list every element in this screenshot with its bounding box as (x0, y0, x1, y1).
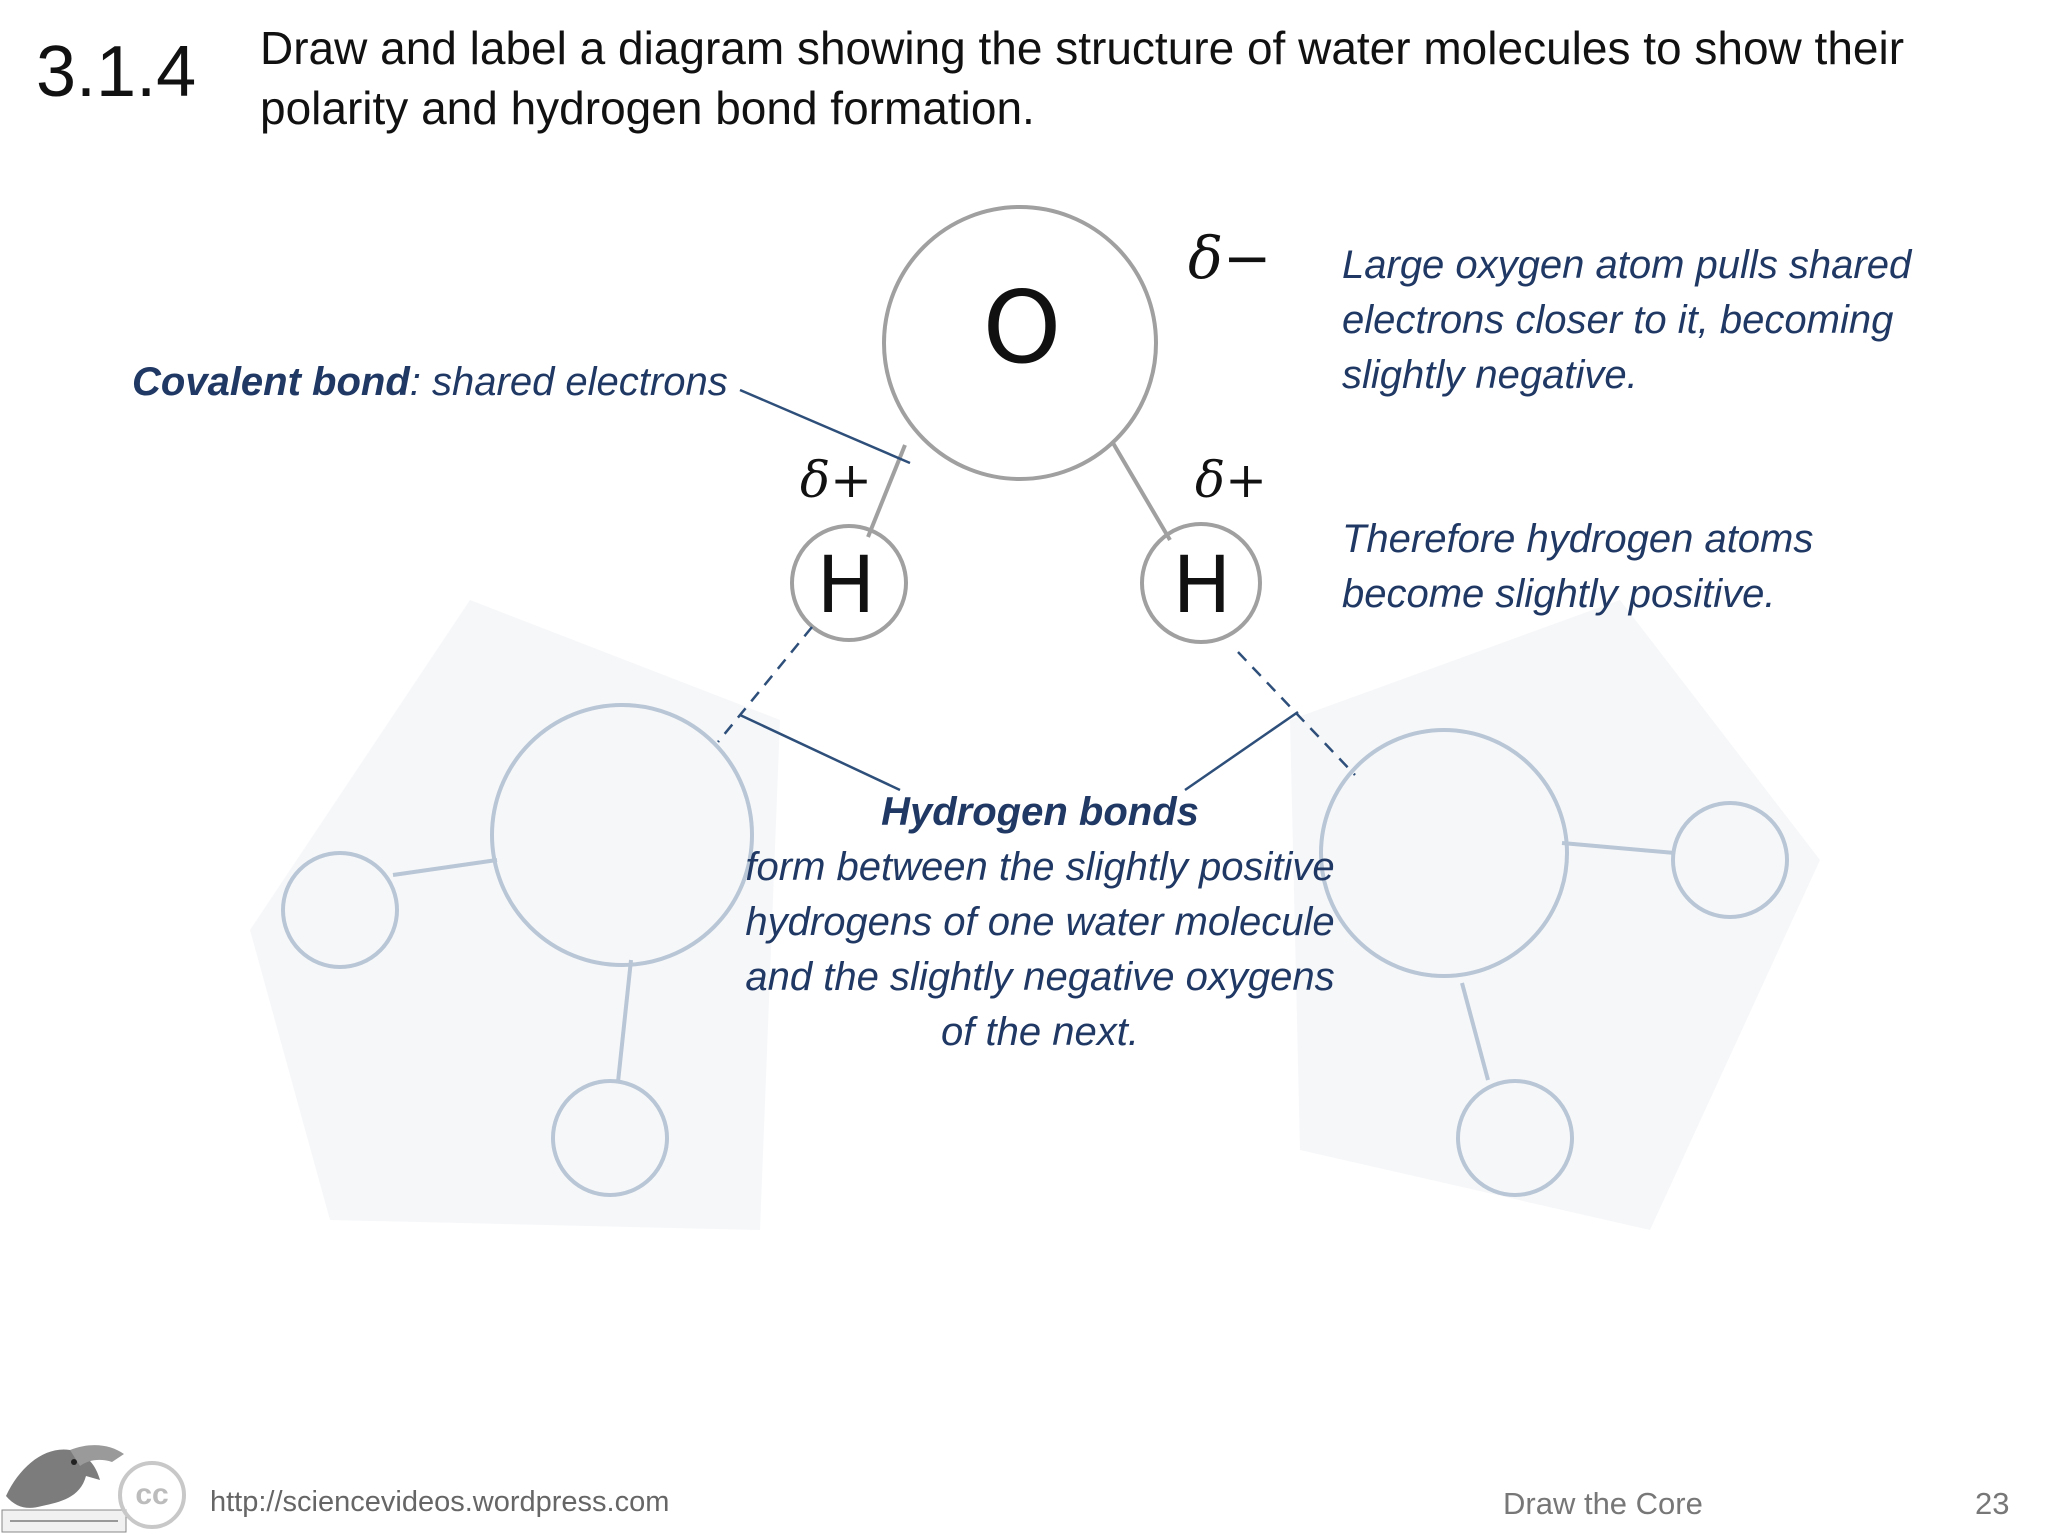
oxygen-symbol: O (983, 269, 1062, 386)
hydrogen-atom-left (790, 524, 908, 642)
page-number: 23 (1975, 1486, 2010, 1521)
faded-hydrogen-left-b (551, 1079, 669, 1197)
footer-deck-title: Draw the Core (1503, 1486, 1703, 1521)
footer-url-link[interactable]: http://sciencevideos.wordpress.com (210, 1486, 670, 1518)
slide-title: Draw and label a diagram showing the str… (260, 22, 1905, 134)
hbond-leader-right (1184, 710, 1299, 792)
covalent-leader-line (739, 388, 911, 465)
right-molecule-panel (1290, 600, 1820, 1230)
oxygen-electronegativity-note: Large oxygen atom pulls shared electrons… (1342, 243, 1912, 397)
creative-commons-icon: cc (118, 1461, 186, 1529)
covalent-bond-left (866, 444, 907, 538)
faded-hydrogen-right-b (1456, 1079, 1574, 1197)
oxygen-partial-charge: δ− (1188, 224, 1272, 292)
hydrogen-right-partial-charge: δ+ (1195, 451, 1267, 509)
faded-bond-right-a (1561, 841, 1676, 855)
faded-hydrogen-right-a (1671, 801, 1789, 919)
faded-oxygen-right (1319, 728, 1569, 978)
oxygen-atom (882, 205, 1158, 481)
slide-code: 3.1.4 (36, 32, 197, 112)
covalent-bond-term: Covalent bond (132, 360, 410, 404)
hydrogen-bond-note: Hydrogen bonds form between the slightly… (740, 785, 1340, 1060)
covalent-bond-description: : shared electrons (409, 360, 728, 404)
hydrogen-symbol-right: H (1173, 541, 1232, 631)
faded-hydrogen-left-a (281, 851, 399, 969)
hydrogen-bond-title: Hydrogen bonds (881, 790, 1199, 834)
hydrogen-bond-description: form between the slightly positive hydro… (745, 845, 1335, 1054)
hydrogen-left-partial-charge: δ+ (800, 451, 872, 509)
left-molecule-panel (250, 600, 780, 1230)
hydrogen-atom-right (1140, 522, 1262, 644)
faded-bond-left-a (392, 858, 498, 877)
faded-oxygen-left (490, 703, 754, 967)
faded-bond-right-b (1460, 982, 1490, 1081)
faded-bond-left-b (616, 959, 633, 1083)
hydrogen-bond-left (717, 626, 813, 743)
covalent-bond-label: Covalent bond: shared electrons (132, 355, 728, 410)
lizard-logo-icon (1, 1445, 127, 1533)
covalent-bond-right (1111, 441, 1172, 542)
hbond-leader-left (739, 713, 901, 792)
hydrogen-positive-note: Therefore hydrogen atoms become slightly… (1342, 517, 1814, 616)
hydrogen-symbol-left: H (817, 541, 876, 631)
